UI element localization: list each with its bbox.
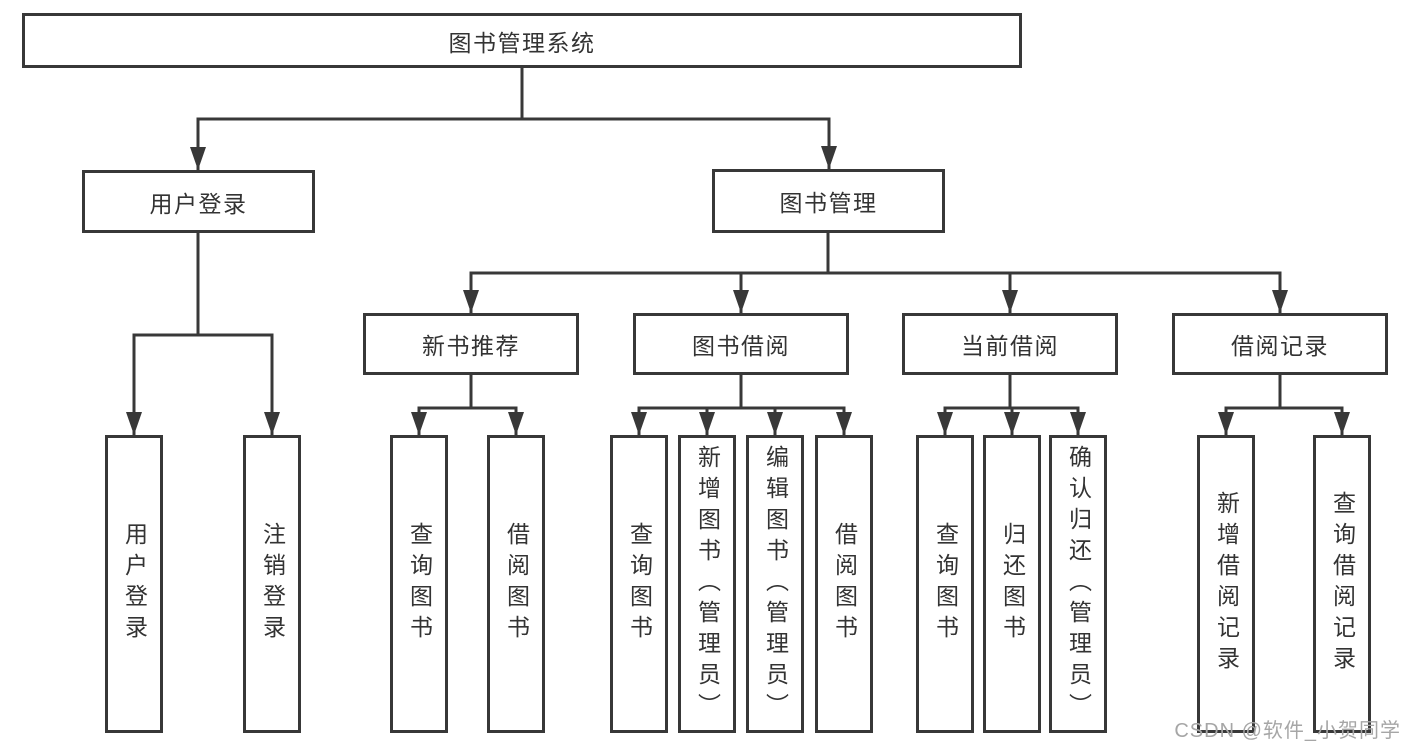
node-label: 新书推荐 (422, 333, 520, 359)
leaf-label: 查询图书 (626, 522, 653, 646)
leaf-confirm-return-admin: 确认归还（管理员） (1049, 435, 1107, 733)
leaf-add-borrow-record: 新增借阅记录 (1197, 435, 1255, 733)
node-borrowing-records: 借阅记录 (1172, 313, 1388, 375)
leaf-edit-book-admin: 编辑图书（管理员） (746, 435, 804, 733)
leaf-label: 新增图书（管理员） (694, 444, 721, 724)
leaf-query-books-current: 查询图书 (916, 435, 974, 733)
leaf-label: 查询图书 (932, 522, 959, 646)
node-user-login: 用户登录 (82, 170, 315, 233)
node-label: 借阅记录 (1231, 333, 1329, 359)
leaf-query-books-recommend: 查询图书 (390, 435, 448, 733)
node-book-borrowing: 图书借阅 (633, 313, 849, 375)
leaf-label: 新增借阅记录 (1213, 491, 1240, 677)
leaf-label: 注销登录 (259, 522, 286, 646)
csdn-watermark: CSDN @软件_小贺同学 (1174, 720, 1401, 742)
leaf-label: 确认归还（管理员） (1065, 444, 1092, 724)
leaf-query-borrow-record: 查询借阅记录 (1313, 435, 1371, 733)
leaf-user-login: 用户登录 (105, 435, 163, 733)
leaf-query-books-borrowing: 查询图书 (610, 435, 668, 733)
node-label: 当前借阅 (961, 333, 1059, 359)
node-label: 图书管理 (779, 190, 878, 216)
node-library-management-system: 图书管理系统 (22, 13, 1022, 68)
connector-arrows (126, 119, 1350, 435)
leaf-logout: 注销登录 (243, 435, 301, 733)
leaf-label: 借阅图书 (503, 522, 530, 646)
node-label: 用户登录 (149, 190, 248, 217)
leaf-borrow-books-recommend: 借阅图书 (487, 435, 545, 733)
leaf-borrow-books: 借阅图书 (815, 435, 873, 733)
node-label: 图书借阅 (692, 333, 790, 359)
leaf-add-book-admin: 新增图书（管理员） (678, 435, 736, 733)
node-current-borrowing: 当前借阅 (902, 313, 1118, 375)
leaf-label: 借阅图书 (831, 522, 858, 646)
leaf-label: 编辑图书（管理员） (762, 444, 789, 724)
node-new-book-recommendation: 新书推荐 (363, 313, 579, 375)
leaf-label: 归还图书 (999, 522, 1026, 646)
leaf-return-books: 归还图书 (983, 435, 1041, 733)
node-label: 图书管理系统 (448, 29, 596, 56)
leaf-label: 查询图书 (406, 522, 433, 646)
node-book-management: 图书管理 (712, 169, 945, 233)
leaf-label: 用户登录 (121, 522, 148, 646)
leaf-label: 查询借阅记录 (1329, 491, 1356, 677)
